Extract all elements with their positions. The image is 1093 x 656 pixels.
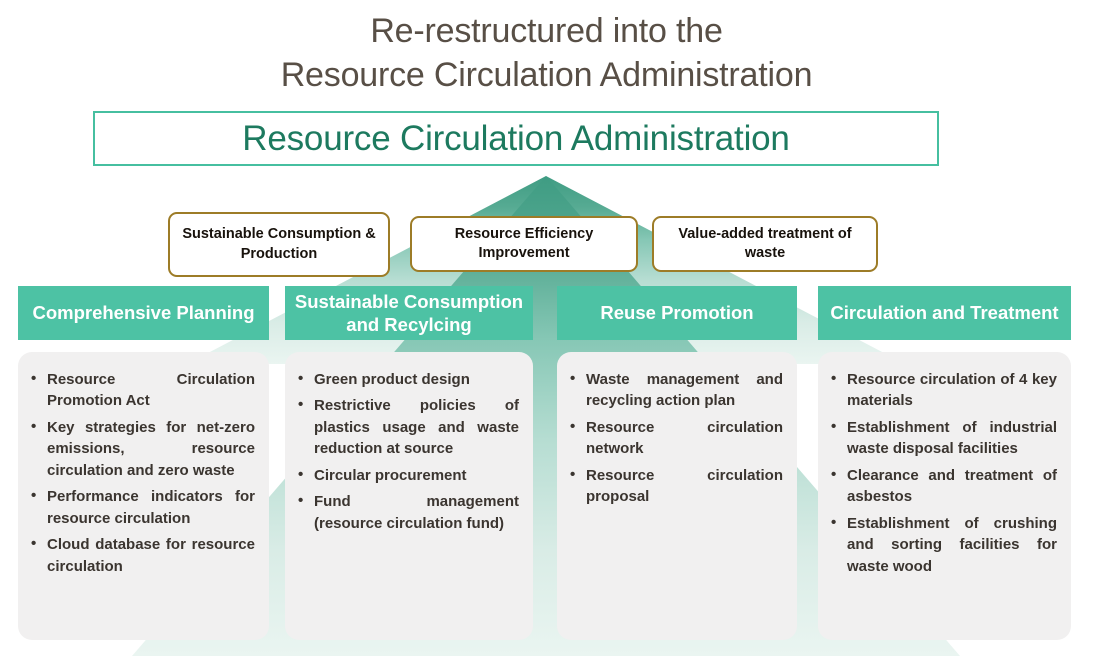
list-item: Performance indicators for resource circ… <box>28 485 255 529</box>
main-title-text: Resource Circulation Administration <box>242 119 790 158</box>
list-item: Cloud database for resource circulation <box>28 533 255 577</box>
column-body: Resource Circulation Promotion Act Key s… <box>18 352 269 640</box>
column-header-label: Sustainable Consumption and Recylcing <box>294 290 524 335</box>
list-item: Establishment of industrial waste dispos… <box>828 416 1057 460</box>
bullet-list: Resource circulation of 4 key materials … <box>828 368 1057 577</box>
column-header-label: Comprehensive Planning <box>32 302 255 324</box>
column-header-label: Reuse Promotion <box>600 302 754 324</box>
page-title-line-1: Re-restructured into the <box>370 12 723 50</box>
column-body: Green product design Restrictive policie… <box>285 352 533 640</box>
list-item: Waste management and recycling action pl… <box>567 368 783 412</box>
pillar-label: Resource Efficiency Improvement <box>454 225 594 261</box>
list-item: Fund management (resource circulation fu… <box>295 490 519 534</box>
pillar-box-resource-efficiency-improvement[interactable]: Resource Efficiency Improvement <box>410 216 638 272</box>
column-reuse-promotion: Reuse Promotion Waste management and rec… <box>557 286 797 640</box>
column-sustainable-consumption-and-recycling: Sustainable Consumption and Recylcing Gr… <box>285 286 533 640</box>
column-body: Resource circulation of 4 key materials … <box>818 352 1071 640</box>
list-item: Clearance and treatment of asbestos <box>828 464 1057 508</box>
list-item: Key strategies for net-zero emissions, r… <box>28 416 255 481</box>
list-item: Resource circulation network <box>567 416 783 460</box>
page-title: Re-restructured into the Resource Circul… <box>0 10 1093 97</box>
column-body: Waste management and recycling action pl… <box>557 352 797 640</box>
column-comprehensive-planning: Comprehensive Planning Resource Circulat… <box>18 286 269 640</box>
page-title-line-2: Resource Circulation Administration <box>280 55 813 94</box>
bullet-list: Resource Circulation Promotion Act Key s… <box>28 368 255 577</box>
bullet-list: Green product design Restrictive policie… <box>295 368 519 534</box>
pillar-box-value-added-treatment-of-waste[interactable]: Value-added treatment of waste <box>652 216 878 272</box>
list-item: Restrictive policies of plastics usage a… <box>295 394 519 459</box>
list-item: Circular procurement <box>295 464 519 486</box>
column-header-label: Circulation and Treatment <box>830 302 1059 324</box>
pillar-box-sustainable-consumption-production[interactable]: Sustainable Consumption & Production <box>168 212 390 277</box>
column-header[interactable]: Comprehensive Planning <box>18 286 269 340</box>
column-header[interactable]: Circulation and Treatment <box>818 286 1071 340</box>
pillar-label: Sustainable Consumption & Production <box>182 226 376 262</box>
column-circulation-and-treatment: Circulation and Treatment Resource circu… <box>818 286 1071 640</box>
bullet-list: Waste management and recycling action pl… <box>567 368 783 508</box>
list-item: Establishment of crushing and sorting fa… <box>828 512 1057 577</box>
list-item: Green product design <box>295 368 519 390</box>
main-title-box: Resource Circulation Administration <box>93 111 939 166</box>
list-item: Resource circulation proposal <box>567 464 783 508</box>
list-item: Resource circulation of 4 key materials <box>828 368 1057 412</box>
column-header[interactable]: Sustainable Consumption and Recylcing <box>285 286 533 340</box>
column-header[interactable]: Reuse Promotion <box>557 286 797 340</box>
pillar-label: Value-added treatment of waste <box>678 225 852 261</box>
list-item: Resource Circulation Promotion Act <box>28 368 255 412</box>
